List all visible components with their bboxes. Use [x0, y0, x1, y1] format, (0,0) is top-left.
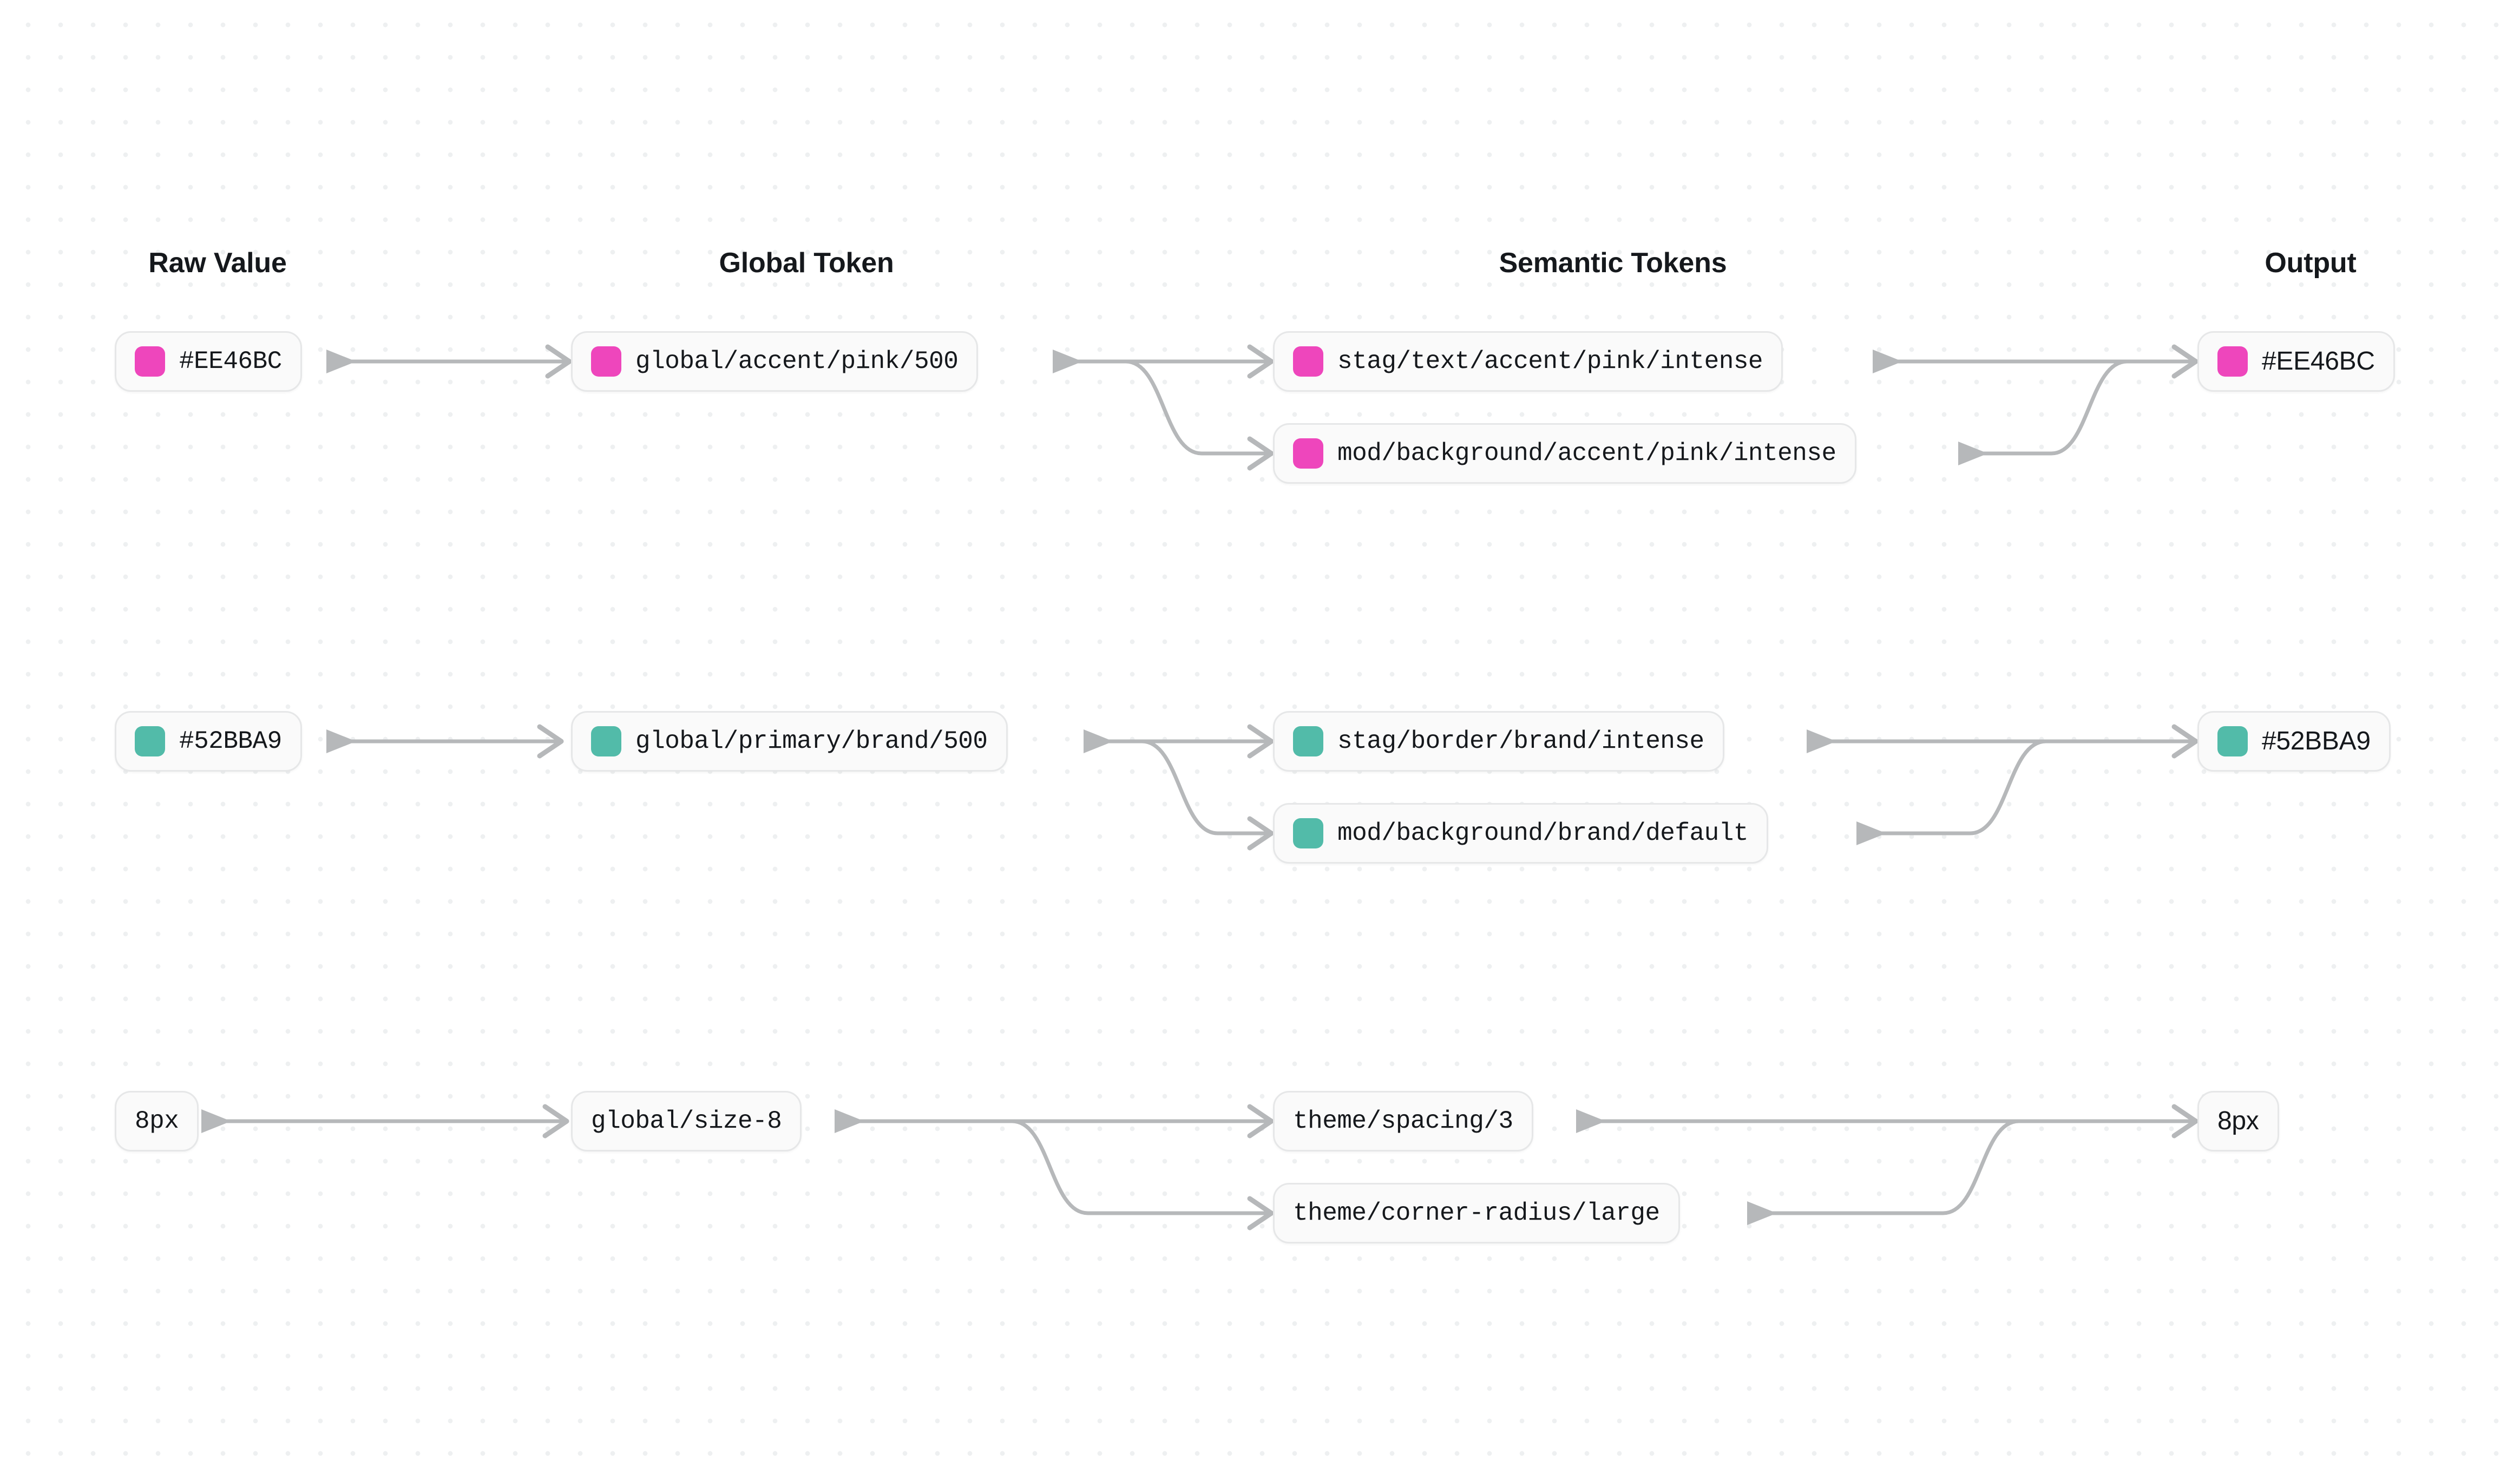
- node-raw-value-teal[interactable]: #52BBA9: [115, 711, 302, 772]
- color-swatch-icon: [135, 346, 165, 377]
- node-global-token-pink[interactable]: global/accent/pink/500: [571, 331, 979, 392]
- edge-semantic-1-to-output-size: [1576, 1104, 2199, 1139]
- node-label: global/size-8: [591, 1107, 782, 1135]
- node-output-size[interactable]: 8px: [2197, 1091, 2279, 1151]
- edge-global-to-semantic-1-size: [835, 1104, 1274, 1139]
- node-global-token-size[interactable]: global/size-8: [571, 1091, 802, 1151]
- node-global-token-teal[interactable]: global/primary/brand/500: [571, 711, 1008, 772]
- color-swatch-icon: [1293, 726, 1323, 756]
- node-label: #EE46BC: [179, 347, 282, 376]
- edge-global-to-semantic-2-size: [835, 1119, 1274, 1230]
- edge-raw-to-global-teal: [326, 724, 564, 759]
- node-label: 8px: [135, 1107, 179, 1135]
- node-semantic-token-stag-text-accent-pink-intense[interactable]: stag/text/accent/pink/intense: [1273, 331, 1783, 392]
- edge-semantic-1-to-output-teal: [1807, 724, 2199, 759]
- node-raw-value-size[interactable]: 8px: [115, 1091, 199, 1151]
- node-label: 8px: [2217, 1107, 2259, 1135]
- edge-raw-to-global-pink: [326, 344, 572, 379]
- color-swatch-icon: [1293, 818, 1323, 848]
- edge-global-to-semantic-2-teal: [1084, 739, 1274, 851]
- color-swatch-icon: [135, 726, 165, 756]
- color-swatch-icon: [1293, 438, 1323, 469]
- node-semantic-token-mod-background-accent-pink-intense[interactable]: mod/background/accent/pink/intense: [1273, 423, 1856, 484]
- column-header-global-token: Global Token: [719, 247, 894, 279]
- edge-global-to-semantic-1-teal: [1084, 724, 1274, 759]
- node-label: mod/background/accent/pink/intense: [1337, 439, 1836, 468]
- column-header-semantic-tokens: Semantic Tokens: [1499, 247, 1727, 279]
- node-label: global/accent/pink/500: [635, 347, 959, 376]
- node-label: #52BBA9: [2262, 727, 2371, 755]
- color-swatch-icon: [591, 726, 621, 756]
- edge-semantic-2-to-output-size: [1747, 1119, 2197, 1225]
- node-label: stag/border/brand/intense: [1337, 727, 1704, 755]
- node-label: #52BBA9: [179, 727, 282, 755]
- edge-semantic-2-to-output-pink: [1958, 359, 2197, 465]
- edge-global-to-semantic-1-pink: [1053, 344, 1274, 379]
- node-label: #EE46BC: [2262, 347, 2375, 376]
- node-raw-value-pink[interactable]: #EE46BC: [115, 331, 302, 392]
- node-semantic-token-mod-background-brand-default[interactable]: mod/background/brand/default: [1273, 803, 1768, 864]
- color-swatch-icon: [591, 346, 621, 377]
- color-swatch-icon: [1293, 346, 1323, 377]
- edge-raw-to-global-size: [201, 1104, 569, 1139]
- edge-semantic-1-to-output-pink: [1873, 344, 2199, 379]
- color-swatch-icon: [2217, 346, 2248, 377]
- node-semantic-token-theme-corner-radius-large[interactable]: theme/corner-radius/large: [1273, 1183, 1680, 1243]
- column-header-output: Output: [2265, 247, 2357, 279]
- node-label: global/primary/brand/500: [635, 727, 988, 755]
- color-swatch-icon: [2217, 726, 2248, 756]
- node-semantic-token-theme-spacing-3[interactable]: theme/spacing/3: [1273, 1091, 1533, 1151]
- node-label: stag/text/accent/pink/intense: [1337, 347, 1763, 376]
- node-semantic-token-stag-border-brand-intense[interactable]: stag/border/brand/intense: [1273, 711, 1724, 772]
- edge-semantic-2-to-output-teal: [1856, 739, 2197, 845]
- node-label: theme/spacing/3: [1293, 1107, 1513, 1135]
- node-output-teal[interactable]: #52BBA9: [2197, 711, 2391, 772]
- edge-global-to-semantic-2-pink: [1053, 359, 1274, 471]
- column-header-raw-value: Raw Value: [148, 247, 287, 279]
- node-output-pink[interactable]: #EE46BC: [2197, 331, 2395, 392]
- node-label: theme/corner-radius/large: [1293, 1199, 1660, 1227]
- node-label: mod/background/brand/default: [1337, 819, 1748, 847]
